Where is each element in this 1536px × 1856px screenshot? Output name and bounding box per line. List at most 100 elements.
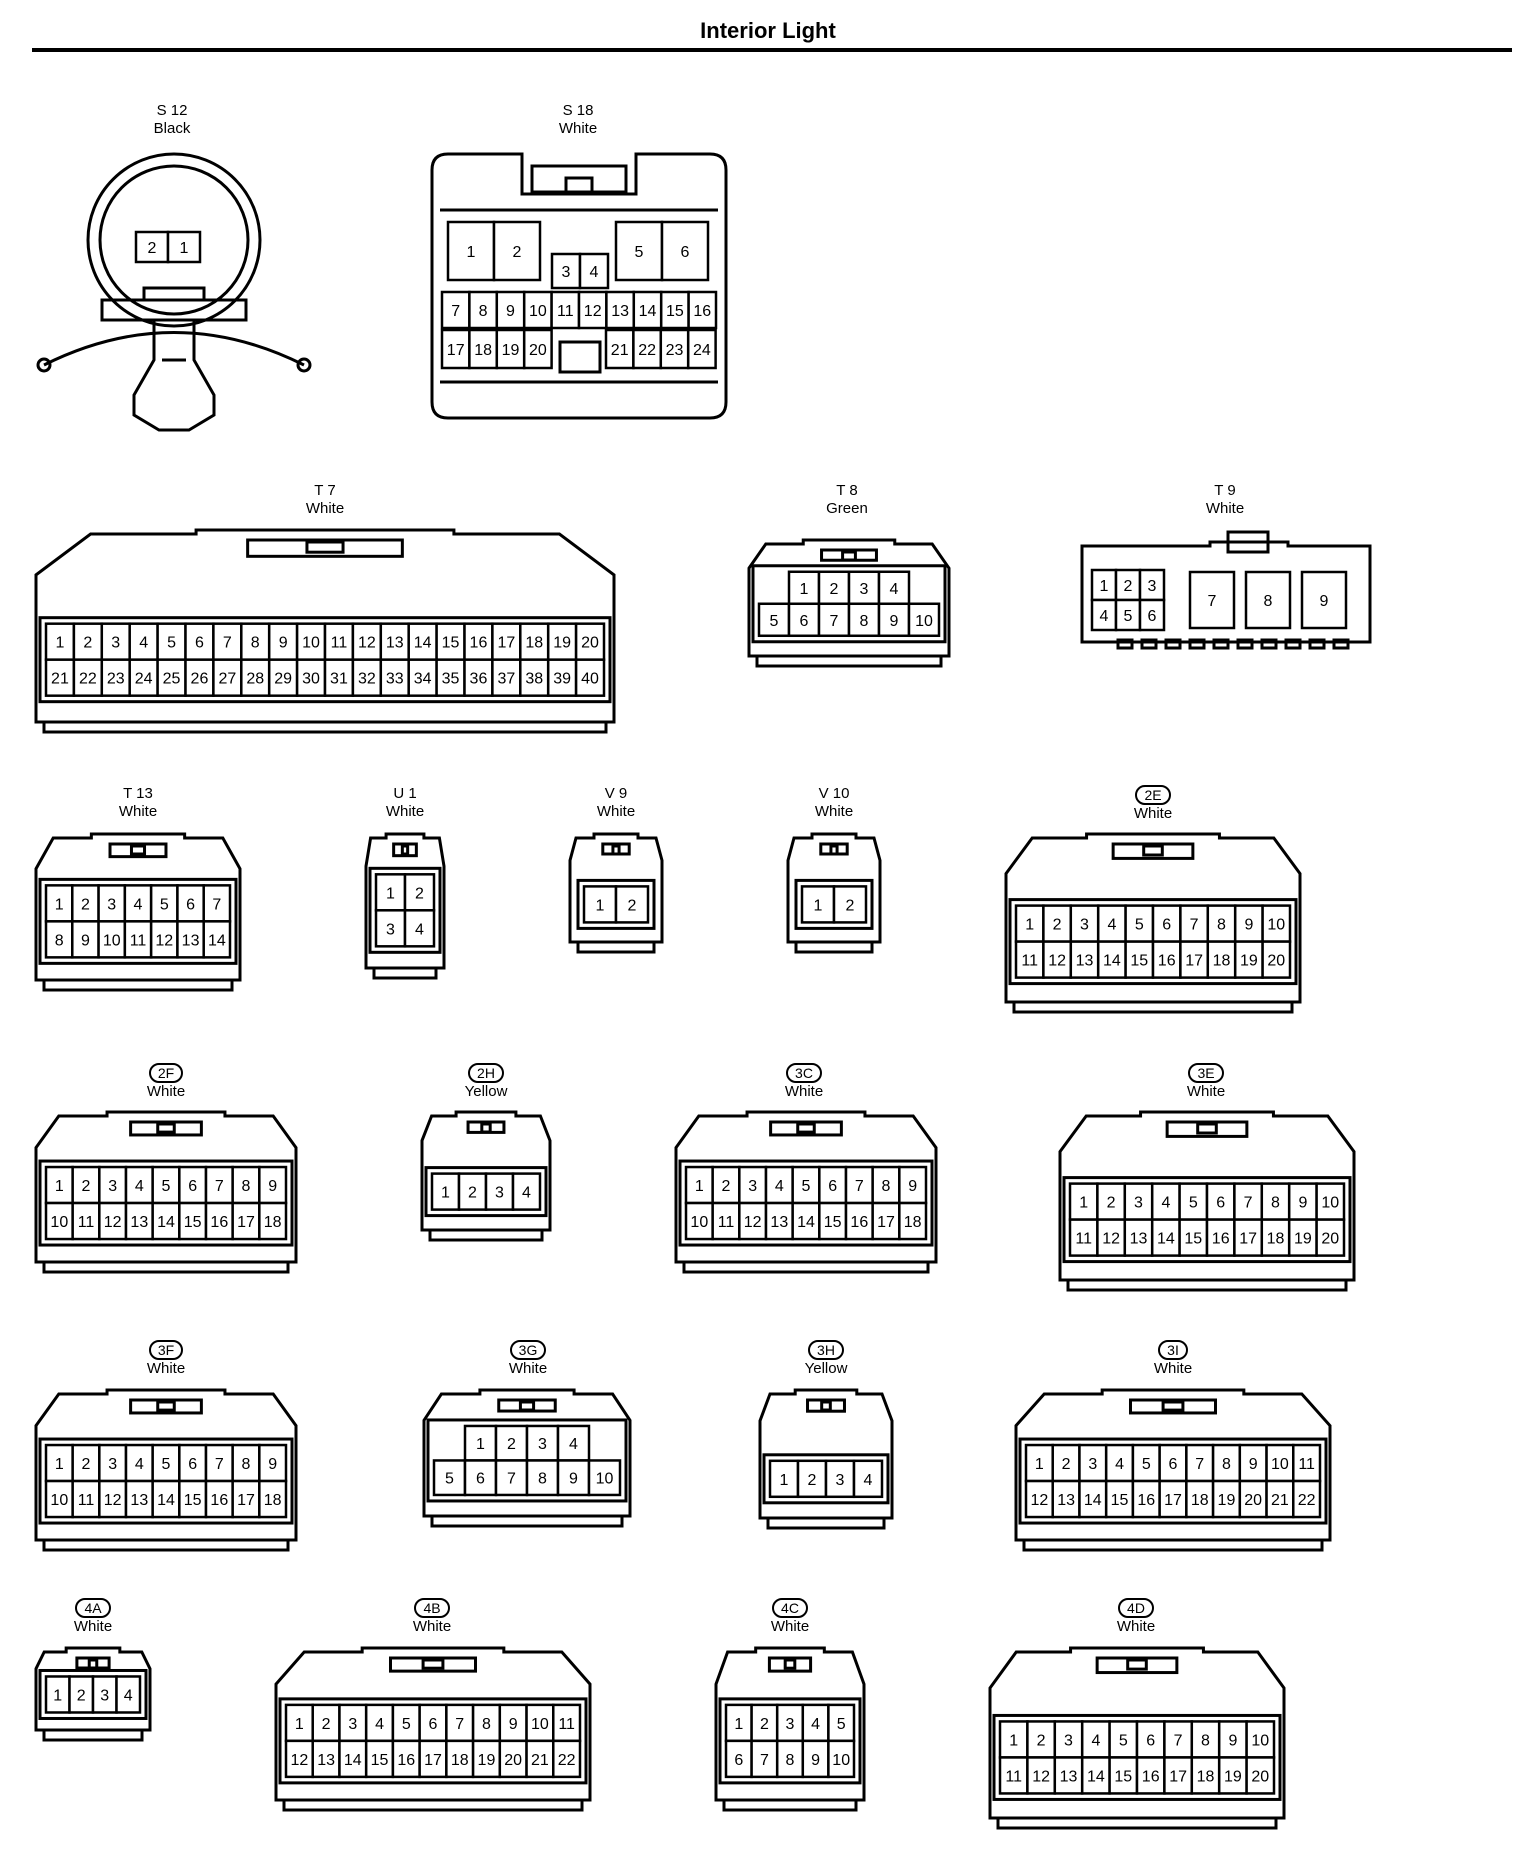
- pin-14: 14: [157, 1214, 175, 1231]
- pin-16: 16: [1158, 953, 1176, 970]
- pin-frame: [1008, 898, 1298, 986]
- pin-12: 12: [744, 1214, 762, 1231]
- pin-6: 6: [186, 896, 195, 913]
- pin-17: 17: [1239, 1231, 1257, 1248]
- pin-13: 13: [317, 1752, 335, 1769]
- pin-6: 6: [1148, 608, 1157, 625]
- pin-3: 3: [348, 1716, 357, 1733]
- housing-base: [682, 1260, 930, 1274]
- pin-4: 4: [124, 1687, 133, 1704]
- pin-7-cavity: [204, 1165, 234, 1205]
- connector-code: 3H: [808, 1340, 844, 1360]
- housing-base: [282, 1798, 584, 1812]
- pin-17: 17: [424, 1752, 442, 1769]
- pin-11: 11: [1005, 1768, 1022, 1785]
- pin-21: 21: [531, 1752, 549, 1769]
- connector-code: V 10: [818, 785, 850, 802]
- pin-15: 15: [1184, 1231, 1202, 1248]
- housing-base: [42, 720, 608, 734]
- pin-4: 4: [864, 1472, 873, 1489]
- pin-14-cavity: [202, 920, 232, 959]
- pin-13: 13: [1060, 1768, 1078, 1785]
- pin-1: 1: [55, 896, 64, 913]
- pin-7-cavity: [440, 290, 471, 330]
- latch-tab: [611, 844, 621, 856]
- pin-19: 19: [1294, 1231, 1312, 1248]
- pin-1: 1: [814, 897, 823, 914]
- pin-16-cavity: [204, 1479, 234, 1519]
- pin-3-cavity: [847, 570, 881, 606]
- latch: [108, 842, 168, 859]
- connector-color: White: [73, 1618, 113, 1635]
- pin-10: 10: [302, 635, 320, 652]
- pin-13: 13: [770, 1214, 788, 1231]
- pin-7-cavity: [202, 884, 232, 923]
- pin-1-cavity: [787, 570, 821, 606]
- pin-1-cavity: [1014, 904, 1045, 943]
- pin-5: 5: [770, 613, 779, 630]
- housing-base: [794, 940, 874, 954]
- pin-2: 2: [1062, 1456, 1071, 1473]
- pin-5: 5: [162, 1456, 171, 1473]
- pin-2: 2: [82, 1456, 91, 1473]
- pin-29: 29: [274, 671, 292, 688]
- pin-18-cavity: [1206, 940, 1237, 979]
- connector-code: U 1: [393, 785, 417, 802]
- connector-code: T 9: [1214, 482, 1236, 499]
- pin-13: 13: [130, 1492, 148, 1509]
- pin-6: 6: [1216, 1195, 1225, 1212]
- connector-code: V 9: [604, 785, 628, 802]
- pin-4: 4: [775, 1178, 784, 1195]
- latch: [1128, 1398, 1218, 1415]
- pin-4: 4: [134, 896, 143, 913]
- pin-13-cavity: [124, 1479, 154, 1519]
- connector-code: T 13: [123, 785, 153, 802]
- connector-color: White: [558, 120, 598, 137]
- pin-2: 2: [1053, 917, 1062, 934]
- pin-13-cavity: [1051, 1479, 1081, 1519]
- pin-18: 18: [451, 1752, 469, 1769]
- pin-8-cavity: [1190, 1720, 1221, 1759]
- pin-8-cavity: [1206, 904, 1237, 943]
- pin-39-cavity: [546, 658, 578, 697]
- pin-6: 6: [1146, 1732, 1155, 1749]
- pin-13: 13: [130, 1214, 148, 1231]
- pin-4: 4: [135, 1178, 144, 1195]
- housing-base: [42, 978, 234, 992]
- pin-6-cavity: [724, 1739, 753, 1779]
- connector-code: S 12: [156, 102, 188, 119]
- pin-20-cavity: [1245, 1756, 1276, 1795]
- pin-22: 22: [558, 1752, 576, 1769]
- pin-2: 2: [507, 1436, 516, 1453]
- pin-12: 12: [290, 1752, 308, 1769]
- pin-3: 3: [562, 264, 571, 281]
- latch-tab: [156, 1400, 176, 1412]
- pin-10-cavity: [97, 920, 127, 959]
- pin-3: 3: [748, 1178, 757, 1195]
- pin-8: 8: [1271, 1195, 1280, 1212]
- pin-4: 4: [522, 1185, 531, 1202]
- pin-4: 4: [1100, 608, 1109, 625]
- pin-8: 8: [1217, 917, 1226, 934]
- pin-1: 1: [1025, 917, 1034, 934]
- pin-16-cavity: [463, 622, 494, 661]
- pin-6: 6: [734, 1752, 743, 1769]
- pin-15: 15: [184, 1214, 202, 1231]
- pin-4-cavity: [578, 252, 610, 290]
- pin-3: 3: [1080, 917, 1089, 934]
- pin-30-cavity: [295, 658, 327, 697]
- pin-13: 13: [1130, 1231, 1148, 1248]
- latch-tab: [1196, 1122, 1218, 1135]
- pin-12-cavity: [149, 920, 179, 959]
- pin-14: 14: [344, 1752, 362, 1769]
- pin-13-cavity: [1053, 1756, 1084, 1795]
- pin-6: 6: [828, 1178, 837, 1195]
- pin-2: 2: [628, 897, 637, 914]
